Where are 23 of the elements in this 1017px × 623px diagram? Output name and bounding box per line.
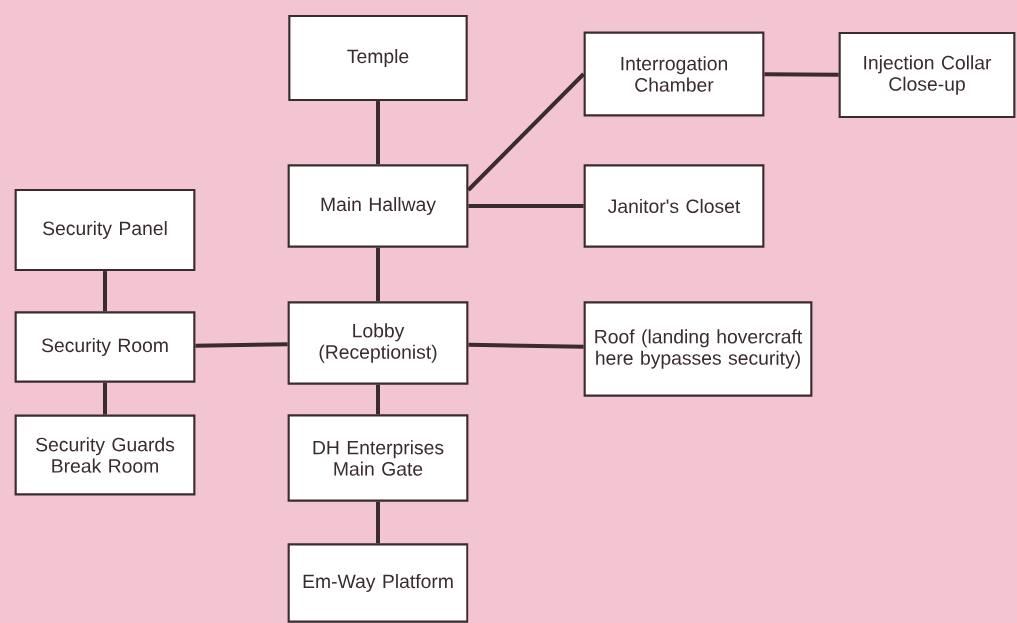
connector-line <box>376 247 380 302</box>
connector-line <box>103 271 107 312</box>
connector-line <box>468 204 584 208</box>
room-box: Interrogation Chamber <box>583 31 765 117</box>
connector-line <box>467 72 586 192</box>
connector-line <box>376 501 380 544</box>
connector-line <box>103 382 107 415</box>
connector-line <box>468 342 584 349</box>
room-box: Main Hallway <box>287 164 469 248</box>
room-box: Temple <box>288 14 468 102</box>
connector-line <box>376 384 380 415</box>
room-box: Em-Way Platform <box>287 543 469 623</box>
room-box: Janitor's Closet <box>583 164 765 248</box>
connector-line <box>195 342 288 348</box>
room-box: Security Room <box>14 311 196 383</box>
room-box: Security Panel <box>14 188 196 272</box>
room-box: Security Guards Break Room <box>14 414 196 496</box>
room-box: Lobby (Receptionist) <box>287 301 469 385</box>
room-box: DH Enterprises Main Gate <box>287 414 469 502</box>
room-box: Injection Collar Close-up <box>838 31 1016 119</box>
connector-line <box>376 101 380 165</box>
connector-line <box>764 72 839 77</box>
room-box: Roof (landing hovercraft here bypasses security) <box>583 301 813 397</box>
